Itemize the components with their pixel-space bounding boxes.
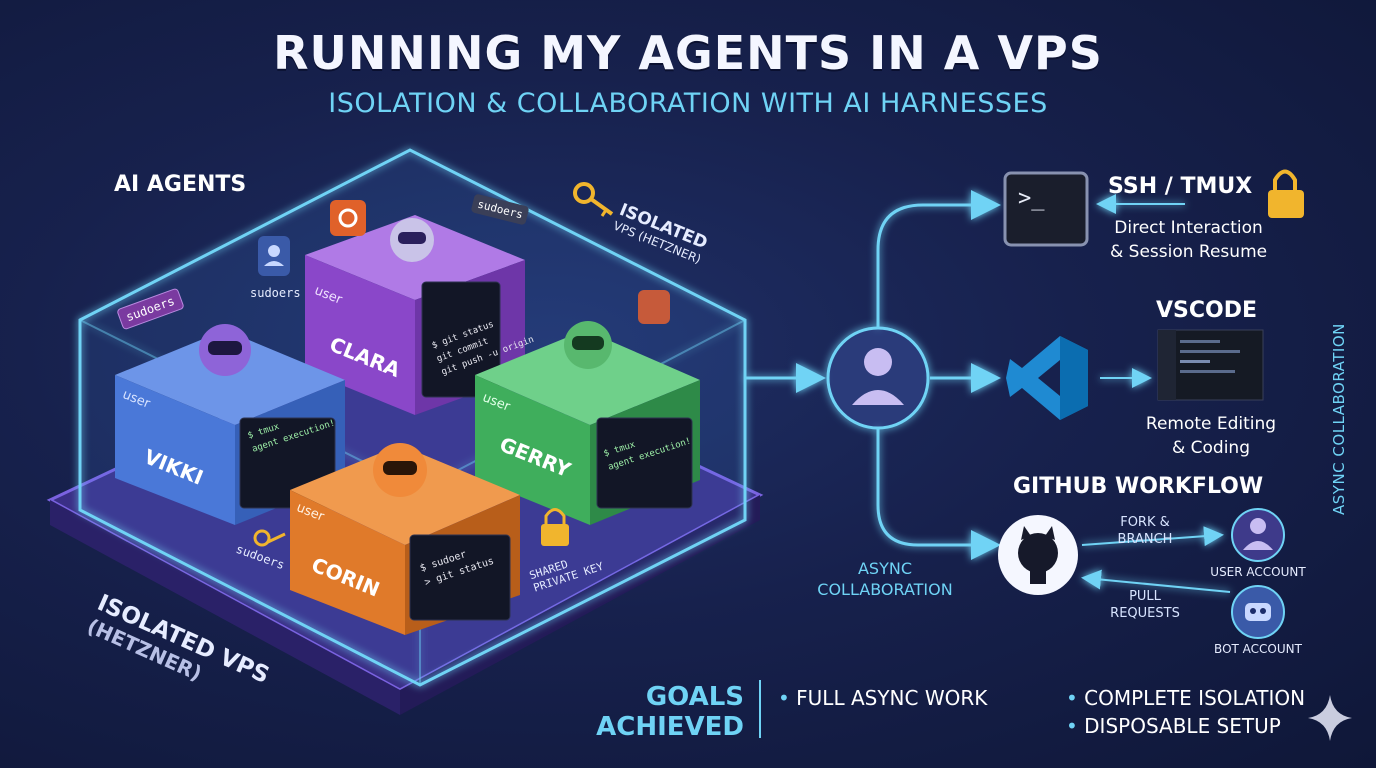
- bot-account-icon: [1231, 585, 1285, 639]
- key-icon-sudoers: [253, 529, 286, 547]
- agent-box-gerry: [475, 321, 700, 525]
- vscode-title: VSCODE: [1156, 298, 1258, 323]
- connectors: [745, 190, 1231, 593]
- bot-account-label: BOT ACCOUNT: [1214, 642, 1302, 656]
- chat-badge-icon: [638, 290, 670, 324]
- user-account-label: USER ACCOUNT: [1210, 565, 1306, 579]
- agent-box-corin: [290, 443, 520, 635]
- sudoers-tag: sudoers: [250, 286, 301, 300]
- lock-icon: [1268, 169, 1304, 218]
- vscode-icon: [1006, 336, 1088, 420]
- pull-requests-label: PULL REQUESTS: [1110, 589, 1180, 621]
- page-title: RUNNING MY AGENTS IN A VPS: [273, 26, 1103, 80]
- sparkle-icon: [1308, 695, 1352, 741]
- key-icon: [573, 182, 614, 217]
- shared-lock-icon: [541, 508, 569, 546]
- terminal-prompt: >_: [1018, 186, 1045, 211]
- async-collaboration-side-label: ASYNC COLLABORATION: [1330, 323, 1348, 515]
- goal-item: COMPLETE ISOLATION: [1066, 686, 1305, 710]
- gear-icon: [330, 200, 366, 236]
- user-hub-icon: [826, 326, 930, 430]
- vscode-description: Remote Editing & Coding: [1145, 414, 1277, 458]
- async-collaboration-label: ASYNC COLLABORATION: [817, 559, 953, 599]
- goal-item: DISPOSABLE SETUP: [1066, 714, 1281, 738]
- ssh-description: Direct Interaction & Session Resume: [1110, 218, 1268, 262]
- goals-heading: GOALS ACHIEVED: [596, 682, 744, 742]
- github-icon: [998, 515, 1078, 595]
- terminal-icon: [1003, 171, 1089, 247]
- ai-agents-label: AI AGENTS: [114, 172, 247, 197]
- page-subtitle: ISOLATION & COLLABORATION WITH AI HARNES…: [328, 88, 1048, 119]
- vscode-editor-preview: [1157, 329, 1264, 401]
- github-workflow-title: GITHUB WORKFLOW: [1013, 474, 1264, 499]
- user-badge-icon: [258, 236, 290, 276]
- ssh-tmux-title: SSH / TMUX: [1108, 174, 1253, 199]
- user-account-icon: [1231, 508, 1285, 562]
- fork-branch-label: FORK & BRANCH: [1117, 515, 1173, 547]
- goal-item: FULL ASYNC WORK: [778, 686, 987, 710]
